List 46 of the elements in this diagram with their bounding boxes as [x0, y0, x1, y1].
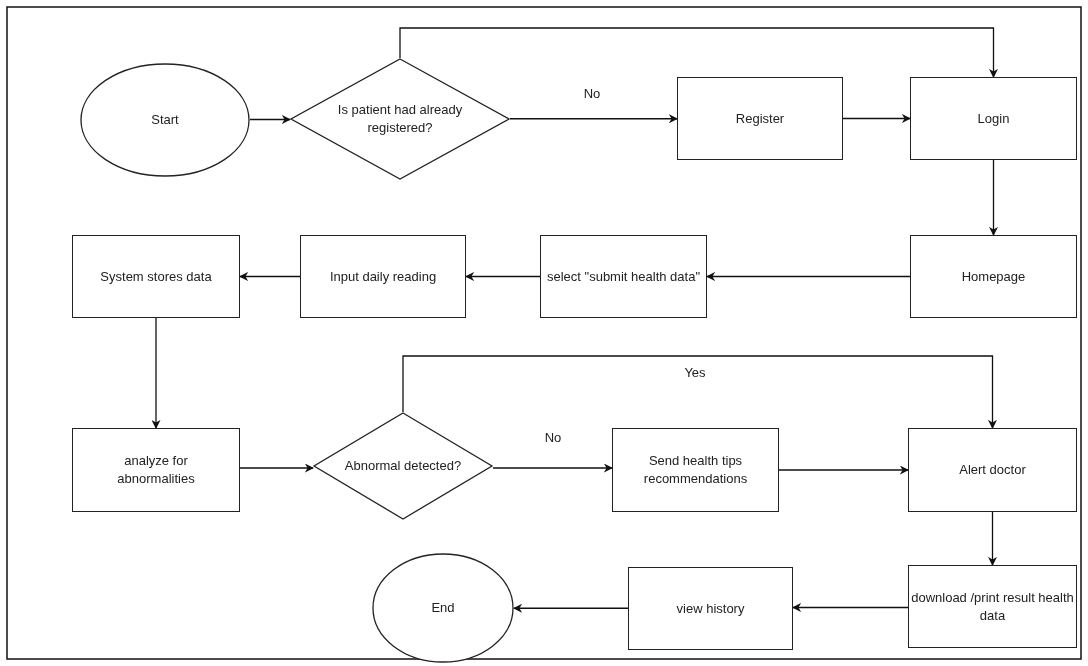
arrow [988, 511, 997, 566]
process-box [540, 235, 707, 318]
node-label: analyze for abnormalities [116, 452, 196, 488]
process-box [612, 428, 779, 512]
terminal-ellipse [372, 553, 514, 663]
arrow [239, 272, 301, 281]
arrow [842, 114, 911, 123]
arrow [492, 463, 613, 473]
process-box [72, 235, 240, 318]
arrow [792, 603, 909, 612]
process-box [628, 567, 793, 650]
arrow [151, 317, 161, 429]
process-box [908, 565, 1077, 648]
node-label: Abnormal detected? [344, 457, 462, 475]
process-box [910, 235, 1077, 318]
arrow [402, 355, 997, 429]
arrow [706, 272, 911, 281]
arrow [249, 115, 291, 124]
node-label: Homepage [961, 267, 1026, 286]
node-label: view history [676, 599, 745, 618]
node-label: Alert doctor [959, 461, 1026, 479]
node-label: select "submit health data" [546, 267, 700, 286]
arrow [509, 114, 678, 124]
arrow [399, 27, 998, 78]
terminal-ellipse [80, 63, 250, 177]
arrow [989, 159, 998, 236]
decision-diamond [290, 58, 510, 180]
arrow [778, 465, 909, 475]
node-label: Login [977, 109, 1010, 128]
decision-diamond [313, 412, 493, 520]
node-label: Input daily reading [329, 267, 437, 286]
arrow [513, 603, 629, 613]
node-label: Start [151, 111, 179, 129]
process-box [72, 428, 240, 512]
node-label: Send health tips recommendations [642, 452, 749, 488]
process-box [300, 235, 466, 318]
node-label: download /print result health data [910, 588, 1075, 625]
node-label: System stores data [100, 267, 212, 286]
process-box [677, 77, 843, 160]
node-label: End [431, 599, 455, 617]
process-box [910, 77, 1077, 160]
arrow [239, 463, 314, 473]
node-label: Is patient had already registered? [336, 101, 464, 137]
process-box [908, 428, 1077, 512]
node-label: Register [735, 109, 785, 128]
arrow [465, 272, 541, 281]
